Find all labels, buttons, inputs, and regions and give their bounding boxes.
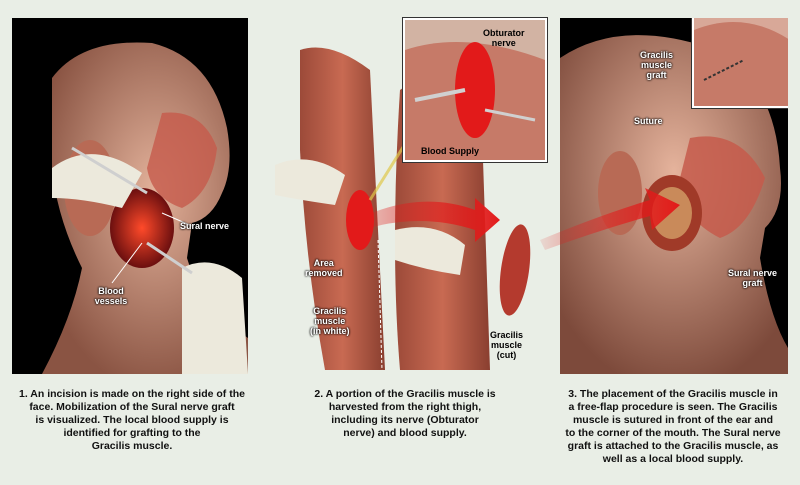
caption-step-2: 2. A portion of the Gracilis muscle is h… xyxy=(290,388,520,440)
label-blood-vessels: Blood vessels xyxy=(94,286,128,306)
label-graft-line1: Gracilis xyxy=(640,50,674,60)
label-obturator-line2: nerve xyxy=(491,38,516,48)
label-gracilis-cut: Gracilis muscle (cut) xyxy=(490,330,523,360)
label-area-line2: removed xyxy=(305,268,343,278)
caption-1-line3: is visualized. The local blood supply is xyxy=(35,414,229,426)
caption-2-line3: including its nerve (Obturator xyxy=(331,414,479,426)
label-sural-nerve-graft: Sural nerve graft xyxy=(728,268,777,288)
inset-suture-detail xyxy=(692,18,788,108)
label-gracilis-in-white: Gracilis muscle (in white) xyxy=(310,306,350,336)
label-area-removed: Area removed xyxy=(305,258,343,278)
inset-obturator-illustration xyxy=(405,42,545,160)
caption-2-line1: 2. A portion of the Gracilis muscle is xyxy=(314,388,496,400)
caption-1-line1: 1. An incision is made on the right side… xyxy=(19,388,245,400)
label-cut-line2: muscle xyxy=(491,340,523,350)
label-gracilis-line1: Gracilis xyxy=(313,306,347,316)
label-blood-vessels-line2: vessels xyxy=(94,296,128,306)
caption-step-3: 3. The placement of the Gracilis muscle … xyxy=(548,388,798,466)
caption-3-line5: graft is attached to the Gracilis muscle… xyxy=(567,440,779,452)
caption-1-line5: Gracilis muscle. xyxy=(91,440,173,452)
label-area-line1: Area xyxy=(313,258,334,268)
caption-3-line6: well as a local blood supply. xyxy=(602,453,744,465)
label-obturator-nerve: Obturator nerve xyxy=(483,28,525,48)
panel-face-incision: Sural nerve Blood vessels xyxy=(12,18,248,374)
label-graft-line2: muscle xyxy=(641,60,673,70)
caption-3-line1: 3. The placement of the Gracilis muscle … xyxy=(568,388,778,400)
label-sural-graft-line2: graft xyxy=(742,278,763,288)
label-graft-line3: graft xyxy=(646,70,667,80)
caption-step-1: 1. An incision is made on the right side… xyxy=(6,388,258,453)
caption-2-line2: harvested from the right thigh, xyxy=(328,401,482,413)
label-obturator-line1: Obturator xyxy=(483,28,525,38)
label-cut-line1: Gracilis xyxy=(490,330,524,340)
caption-3-line4: to the corner of the mouth. The Sural ne… xyxy=(565,427,781,439)
caption-3-line3: muscle is sutured in front of the ear an… xyxy=(572,414,774,426)
caption-1-line2: face. Mobilization of the Sural nerve gr… xyxy=(29,401,235,413)
caption-1-line4: identified for grafting to the xyxy=(63,427,201,439)
label-suture: Suture xyxy=(634,116,663,126)
caption-3-line2: a free-flap procedure is seen. The Graci… xyxy=(568,401,778,413)
label-blood-vessels-line1: Blood xyxy=(98,286,124,296)
inset-suture-illustration xyxy=(694,22,788,106)
panel-thigh-harvest: Obturator nerve Blood Supply Area remove… xyxy=(250,0,560,380)
label-gracilis-graft: Gracilis muscle graft xyxy=(640,50,673,80)
face-illustration xyxy=(42,42,248,374)
inset-obturator-nerve: Obturator nerve Blood Supply xyxy=(403,18,547,162)
caption-2-line4: nerve) and blood supply. xyxy=(343,427,467,439)
panel-graft-placement: Gracilis muscle graft Suture Sural nerve… xyxy=(560,18,788,374)
label-sural-graft-line1: Sural nerve xyxy=(728,268,778,278)
label-sural-nerve: Sural nerve xyxy=(180,221,230,231)
label-blood-supply: Blood Supply xyxy=(421,146,479,156)
label-cut-line3: (cut) xyxy=(496,350,517,360)
label-gracilis-line2: muscle xyxy=(314,316,346,326)
label-gracilis-line3: (in white) xyxy=(310,326,350,336)
